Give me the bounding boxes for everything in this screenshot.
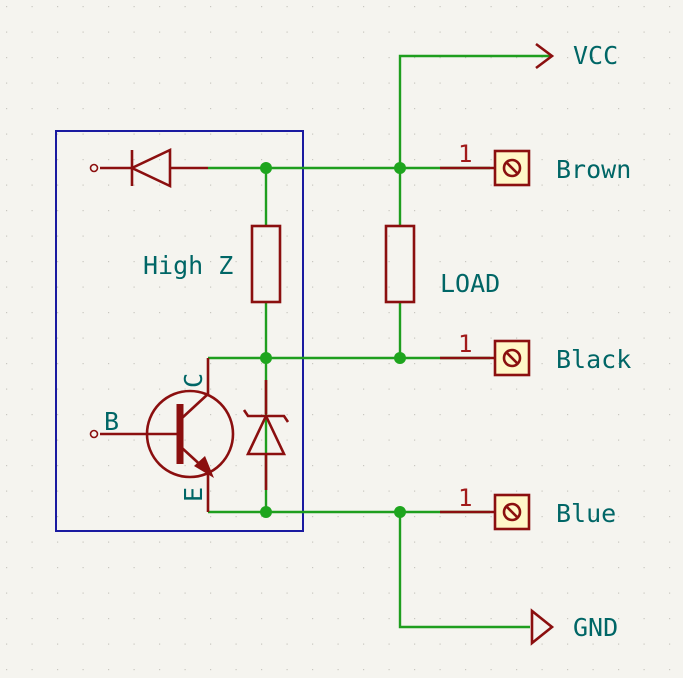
output-pin-circle bbox=[89, 163, 99, 173]
terminal-brown-label: Brown bbox=[556, 155, 631, 184]
terminal-blue-label: Blue bbox=[556, 499, 616, 528]
terminal-black-label: Black bbox=[556, 345, 631, 374]
junctions bbox=[260, 162, 406, 518]
zener-diode-icon bbox=[242, 380, 290, 490]
power-arrow-icon bbox=[535, 42, 555, 70]
sensor-housing-box bbox=[55, 130, 304, 532]
terminal-black: 1 Black bbox=[440, 330, 631, 377]
terminal-black-pin: 1 bbox=[458, 330, 472, 358]
load-label: LOAD bbox=[440, 269, 500, 298]
collector-label: C bbox=[179, 373, 208, 388]
base-label: B bbox=[104, 407, 119, 436]
grid-dots bbox=[6, 6, 671, 671]
ground-arrow-icon bbox=[530, 608, 555, 646]
npn-transistor-icon bbox=[100, 358, 235, 512]
high-z-label: High Z bbox=[143, 251, 233, 280]
terminal-brown: 1 Brown bbox=[440, 140, 631, 187]
emitter-label: E bbox=[179, 487, 208, 502]
terminal-blue-pin: 1 bbox=[458, 484, 472, 512]
gnd-label: GND bbox=[573, 613, 618, 642]
vcc-label: VCC bbox=[573, 41, 618, 70]
output-diode-icon bbox=[100, 147, 208, 189]
base-pin-circle bbox=[89, 429, 99, 439]
high-z-resistor bbox=[250, 224, 282, 304]
load-resistor bbox=[384, 224, 416, 304]
terminal-brown-pin: 1 bbox=[458, 140, 472, 168]
terminal-blue: 1 Blue bbox=[440, 484, 616, 531]
